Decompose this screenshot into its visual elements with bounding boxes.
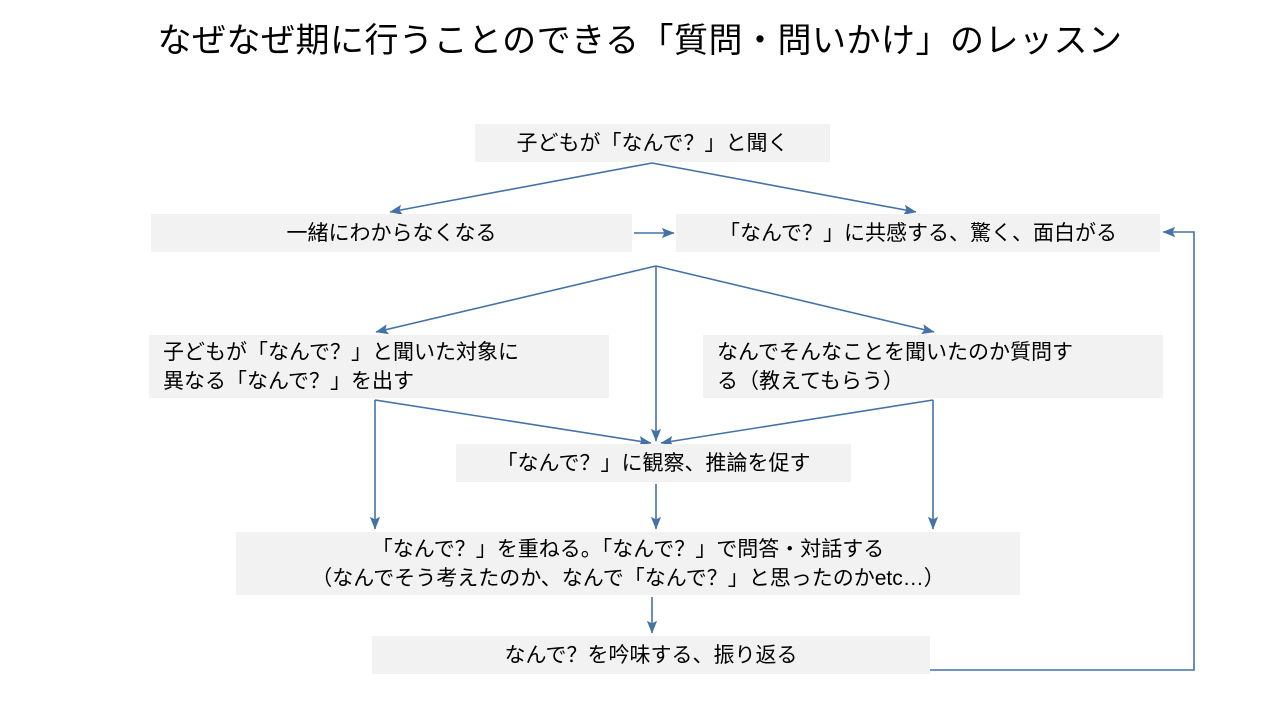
page-title: なぜなぜ期に行うことのできる「質問・問いかけ」のレッスン [157, 22, 1123, 60]
node-empathize[interactable]: 「なんで？」に共感する、驚く、面白がる [676, 214, 1160, 252]
edge-reflect-to-empathize-feedback [930, 226, 1195, 671]
node-repeat-why[interactable]: 「なんで？」を重ねる。「なんで？」で問答・対話する （なんでそう考えたのか、なん… [236, 532, 1020, 595]
node-ask-why-asked[interactable]: なんでそんなことを聞いたのか質問す る（教えてもらう） [703, 335, 1163, 398]
node-observe-infer[interactable]: 「なんで？」に観察、推論を促す [456, 444, 851, 482]
node-not-know-together[interactable]: 一緒にわからなくなる [151, 214, 632, 252]
edge-child-asks-to-not-know [389, 162, 653, 215]
edge-empathize-to-different-why [375, 265, 657, 335]
node-ask-why-asked-line-1: なんでそんなことを聞いたのか質問す [717, 340, 1073, 364]
edge-ask-why-asked-to-observe [660, 399, 934, 447]
node-different-why-line-1: 子どもが「なんで？」と聞いた対象に [163, 340, 519, 364]
node-different-why[interactable]: 子どもが「なんで？」と聞いた対象に 異なる「なんで？」を出す [149, 335, 609, 398]
node-not-know-together-line-1: 一緒にわからなくなる [286, 221, 497, 245]
node-different-why-line-2: 異なる「なんで？」を出す [163, 369, 414, 393]
edge-different-why-to-observe [374, 399, 652, 447]
node-child-asks-line-1: 子どもが「なんで？」と聞く [516, 131, 789, 155]
edge-child-asks-to-empathize [651, 162, 917, 215]
node-repeat-why-line-2: （なんでそう考えたのか、なんで「なんで？」と思ったのかetc…） [311, 566, 945, 590]
node-observe-infer-line-1: 「なんで？」に観察、推論を促す [496, 451, 811, 475]
edge-empathize-to-ask-why-asked [655, 265, 935, 335]
node-ask-why-asked-line-2: る（教えてもらう） [717, 369, 904, 393]
node-empathize-line-1: 「なんで？」に共感する、驚く、面白がる [719, 221, 1117, 245]
node-child-asks[interactable]: 子どもが「なんで？」と聞く [475, 124, 830, 162]
node-reflect[interactable]: なんで？を吟味する、振り返る [372, 636, 930, 674]
node-repeat-why-line-1: 「なんで？」を重ねる。「なんで？」で問答・対話する [371, 537, 885, 561]
node-reflect-line-1: なんで？を吟味する、振り返る [504, 643, 798, 667]
